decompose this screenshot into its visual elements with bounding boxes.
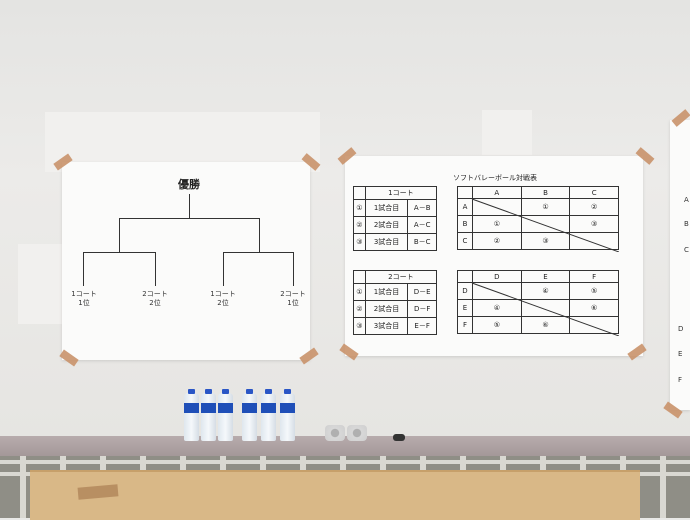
- match-no: ①: [353, 283, 366, 301]
- water-bottle: [218, 389, 233, 441]
- matrix-cell: ⑥: [569, 299, 619, 317]
- bracket-poster: 優勝 1コート 1位 2コート 2位 1コート 2位 2コート 1位: [62, 162, 310, 360]
- edge-letter: D: [678, 325, 684, 333]
- bracket-team: 2コート 2位: [137, 290, 173, 308]
- team-rank: 2位: [149, 299, 161, 307]
- bracket-line: [83, 252, 155, 253]
- match-no: ③: [353, 317, 366, 335]
- matrix-row-header: D: [457, 282, 473, 300]
- water-bottle: [184, 389, 199, 441]
- match-pair: D－F: [407, 300, 437, 318]
- bracket-line: [293, 252, 294, 286]
- team-court: 2コート: [280, 290, 306, 298]
- match-name: 1試合目: [364, 199, 409, 217]
- matrix-diagonal: [471, 282, 619, 336]
- matrix-diagonal: [471, 198, 619, 252]
- table: [30, 470, 640, 520]
- team-rank: 1位: [287, 299, 299, 307]
- court1-header: 1コート: [364, 186, 438, 200]
- match-pair: A－B: [407, 199, 437, 217]
- bracket-team: 1コート 1位: [66, 290, 102, 308]
- matrix-cell: [569, 232, 619, 250]
- court2-header: 2コート: [364, 270, 438, 284]
- match-name: 1試合目: [364, 283, 409, 301]
- bracket-team: 2コート 1位: [275, 290, 311, 308]
- match-pair: A－C: [407, 216, 437, 234]
- tape-dispenser: [393, 434, 405, 441]
- match-pair: D－E: [407, 283, 437, 301]
- team-court: 2コート: [142, 290, 168, 298]
- matrix-row-header: B: [457, 215, 473, 233]
- bracket-line: [189, 194, 190, 218]
- bracket-line: [155, 252, 156, 286]
- bracket-line: [119, 218, 120, 252]
- match-name: 2試合目: [364, 300, 409, 318]
- bracket-line: [259, 218, 260, 252]
- water-bottle: [201, 389, 216, 441]
- edge-letter: C: [684, 246, 689, 254]
- wall-rail: [0, 436, 690, 456]
- match-no: ①: [353, 199, 366, 217]
- match-no: ②: [353, 300, 366, 318]
- bracket-line: [223, 252, 224, 286]
- tape-roll: [347, 425, 367, 441]
- match-name: 2試合目: [364, 216, 409, 234]
- edge-letter: B: [684, 220, 689, 228]
- match-no: ③: [353, 233, 366, 251]
- bracket-team: 1コート 2位: [205, 290, 241, 308]
- schedule-title: ソフトバレーボール対戦表: [453, 174, 537, 182]
- bracket-line: [223, 252, 293, 253]
- tape-roll: [325, 425, 345, 441]
- bracket-line: [83, 252, 84, 286]
- edge-poster: A B C D E F: [670, 120, 690, 410]
- wall-patch: [18, 244, 68, 324]
- edge-letter: E: [678, 350, 683, 358]
- edge-letter: F: [678, 376, 683, 384]
- water-bottle: [280, 389, 295, 441]
- bracket-title: 優勝: [178, 178, 200, 191]
- matrix-cell: [569, 316, 619, 334]
- water-bottle: [242, 389, 257, 441]
- match-pair: B－C: [407, 233, 437, 251]
- wall-patch: [482, 110, 532, 155]
- match-pair: E－F: [407, 317, 437, 335]
- team-court: 1コート: [71, 290, 97, 298]
- matrix-row-header: E: [457, 299, 473, 317]
- match-name: 3試合目: [364, 317, 409, 335]
- team-rank: 2位: [217, 299, 229, 307]
- table-tape: [77, 484, 119, 500]
- match-name: 3試合目: [364, 233, 409, 251]
- matrix-row-header: C: [457, 232, 473, 250]
- water-bottle: [261, 389, 276, 441]
- team-court: 1コート: [210, 290, 236, 298]
- matrix-row-header: F: [457, 316, 473, 334]
- edge-letter: A: [684, 196, 689, 204]
- match-no: ②: [353, 216, 366, 234]
- bracket-line: [119, 218, 259, 219]
- team-rank: 1位: [78, 299, 90, 307]
